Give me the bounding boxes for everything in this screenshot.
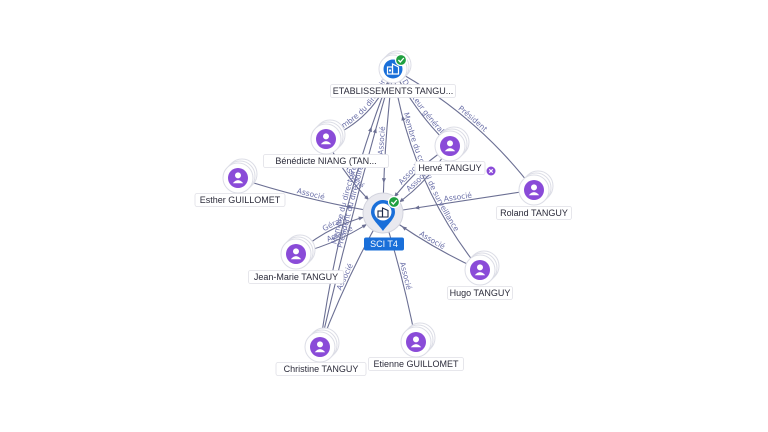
node-name-roland[interactable]: Roland TANGUY <box>496 206 572 220</box>
node-jeanmarie[interactable]: Jean-Marie TANGUY <box>248 234 344 284</box>
node-label-text: Roland TANGUY <box>500 208 568 218</box>
edge-arrow <box>347 204 353 209</box>
node-label-text: Hugo TANGUY <box>450 288 511 298</box>
company-building-icon <box>386 63 400 75</box>
node-label-text: Bénédicte NIANG (TAN... <box>275 156 376 166</box>
edge-label: Associé <box>398 261 414 291</box>
node-name-etienne[interactable]: Etienne GUILLOMET <box>368 357 464 371</box>
node-company-etablissements[interactable]: ETABLISSEMENTS TANGU... <box>330 50 456 98</box>
node-name-hugo[interactable]: Hugo TANGUY <box>447 286 513 300</box>
edge-label: Associé <box>376 126 387 155</box>
person-icon <box>228 168 248 188</box>
person-icon <box>316 129 336 149</box>
company-building-icon <box>377 207 389 218</box>
node-name-christine[interactable]: Christine TANGUY <box>275 362 367 376</box>
node-label-text: SCI T4 <box>370 239 398 249</box>
edge-line <box>392 68 535 191</box>
verified-badge-icon <box>387 195 401 209</box>
node-label-text: Jean-Marie TANGUY <box>254 272 338 282</box>
person-icon <box>470 260 490 280</box>
edge-arrow <box>372 127 377 134</box>
node-label-text: Christine TANGUY <box>284 364 359 374</box>
person-icon <box>286 244 306 264</box>
edge-arrow <box>414 205 420 210</box>
edge-line <box>319 68 394 348</box>
node-name-benedicte[interactable]: Bénédicte NIANG (TAN... <box>263 154 389 168</box>
node-label-text: Hervé TANGUY <box>418 163 481 173</box>
nodes-layer: Bénédicte NIANG (TAN... Hervé TANGUY Esthe… <box>194 50 572 376</box>
node-name-etablissements[interactable]: ETABLISSEMENTS TANGU... <box>330 84 456 98</box>
node-etienne[interactable]: Etienne GUILLOMET <box>368 322 464 371</box>
edge-arrow <box>368 126 372 133</box>
edge-arrow <box>399 197 405 203</box>
person-icon <box>310 337 330 357</box>
node-benedicte[interactable]: Bénédicte NIANG (TAN... <box>263 119 389 168</box>
node-esther[interactable]: Esther GUILLOMET <box>194 158 286 207</box>
node-center-sci[interactable]: SCI T4 <box>362 192 404 251</box>
node-name-herve[interactable]: Hervé TANGUY <box>414 161 486 175</box>
node-name-jeanmarie[interactable]: Jean-Marie TANGUY <box>248 270 344 284</box>
node-roland[interactable]: Roland TANGUY <box>486 166 572 220</box>
edge-arrow <box>364 195 370 201</box>
edge-arrow <box>361 224 368 229</box>
verified-badge-icon <box>394 53 408 67</box>
node-herve[interactable]: Hervé TANGUY <box>414 126 486 175</box>
node-christine[interactable]: Christine TANGUY <box>275 327 367 376</box>
person-icon <box>440 136 460 156</box>
edge-label: Associé <box>443 190 473 203</box>
edge-arrow <box>401 226 407 231</box>
edge-line <box>319 68 394 348</box>
edge-label: Associé <box>296 186 326 201</box>
person-icon <box>406 332 426 352</box>
edge-label: Associé <box>418 229 447 251</box>
node-hugo[interactable]: Hugo TANGUY <box>447 250 513 300</box>
edge-arrow <box>381 178 386 184</box>
removed-badge-icon <box>486 166 496 176</box>
node-label-text: ETABLISSEMENTS TANGU... <box>333 86 454 96</box>
node-label-text: Esther GUILLOMET <box>200 195 281 205</box>
person-icon <box>524 180 544 200</box>
edge-arrow <box>358 216 364 221</box>
edge-arrow <box>401 115 406 121</box>
node-name-esther[interactable]: Esther GUILLOMET <box>194 193 286 207</box>
node-name-sci[interactable]: SCI T4 <box>364 237 404 251</box>
node-label-text: Etienne GUILLOMET <box>373 359 459 369</box>
